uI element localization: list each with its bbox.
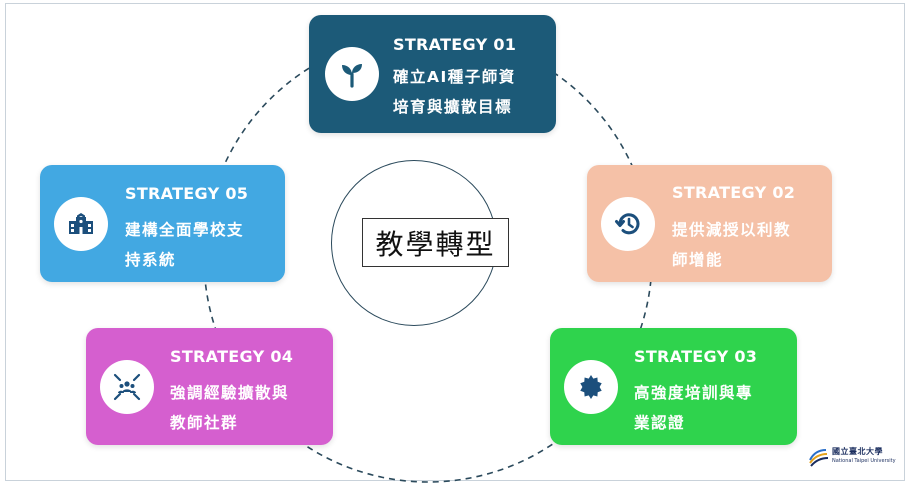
strategy-01-heading: STRATEGY 01 — [393, 35, 517, 54]
sprout-icon — [342, 64, 362, 88]
strategy-card-02: STRATEGY 02 提供減授以利教 師增能 — [587, 165, 832, 282]
strategy-05-text: 建構全面學校支 持系統 — [125, 215, 244, 275]
strategy-02-line-1: 提供減授以利教 — [672, 221, 792, 239]
strategy-card-05: STRATEGY 05 建構全面學校支 持系統 — [40, 165, 285, 282]
certificate-badge-icon — [580, 375, 602, 399]
strategy-03-text: 高強度培訓與專 業認證 — [634, 378, 753, 438]
strategy-03-line-1: 高強度培訓與專 — [634, 384, 754, 402]
strategy-04-heading: STRATEGY 04 — [170, 347, 294, 366]
strategy-02-icon-badge — [601, 197, 655, 251]
strategy-04-icon-badge — [100, 360, 154, 414]
university-name: 國立臺北大學 — [832, 447, 883, 456]
strategy-01-line-1: 確立AI種子師資 — [393, 68, 516, 86]
strategy-05-icon-badge — [54, 197, 108, 251]
school-building-icon — [69, 213, 93, 234]
strategy-card-04: STRATEGY 04 強調經驗擴散與 教師社群 — [86, 328, 333, 445]
strategy-01-icon-badge — [325, 47, 379, 101]
strategy-04-line-1: 強調經驗擴散與 — [170, 384, 290, 402]
strategy-02-heading: STRATEGY 02 — [672, 183, 796, 202]
strategy-03-icon-badge — [564, 360, 618, 414]
strategy-01-line-2: 培育與擴散目標 — [393, 98, 513, 116]
center-title: 教學轉型 — [362, 218, 509, 267]
community-network-icon — [113, 373, 141, 401]
university-emblem-icon — [809, 449, 829, 467]
strategy-03-line-2: 業認證 — [634, 414, 686, 432]
university-logo: 國立臺北大學 National Taipei University — [806, 443, 902, 469]
strategy-03-heading: STRATEGY 03 — [634, 347, 758, 366]
strategy-card-03: STRATEGY 03 高強度培訓與專 業認證 — [550, 328, 797, 445]
strategy-05-heading: STRATEGY 05 — [125, 184, 249, 203]
strategy-05-line-2: 持系統 — [125, 251, 177, 269]
strategy-04-line-2: 教師社群 — [170, 414, 239, 432]
history-clock-icon — [615, 213, 640, 235]
strategy-02-line-2: 師增能 — [672, 251, 724, 269]
strategy-card-01: STRATEGY 01 確立AI種子師資 培育與擴散目標 — [309, 15, 556, 133]
strategy-02-text: 提供減授以利教 師增能 — [672, 215, 791, 275]
strategy-04-text: 強調經驗擴散與 教師社群 — [170, 378, 289, 438]
strategy-05-line-1: 建構全面學校支 — [125, 221, 245, 239]
strategy-01-text: 確立AI種子師資 培育與擴散目標 — [393, 62, 516, 122]
university-name-en: National Taipei University — [832, 458, 896, 464]
